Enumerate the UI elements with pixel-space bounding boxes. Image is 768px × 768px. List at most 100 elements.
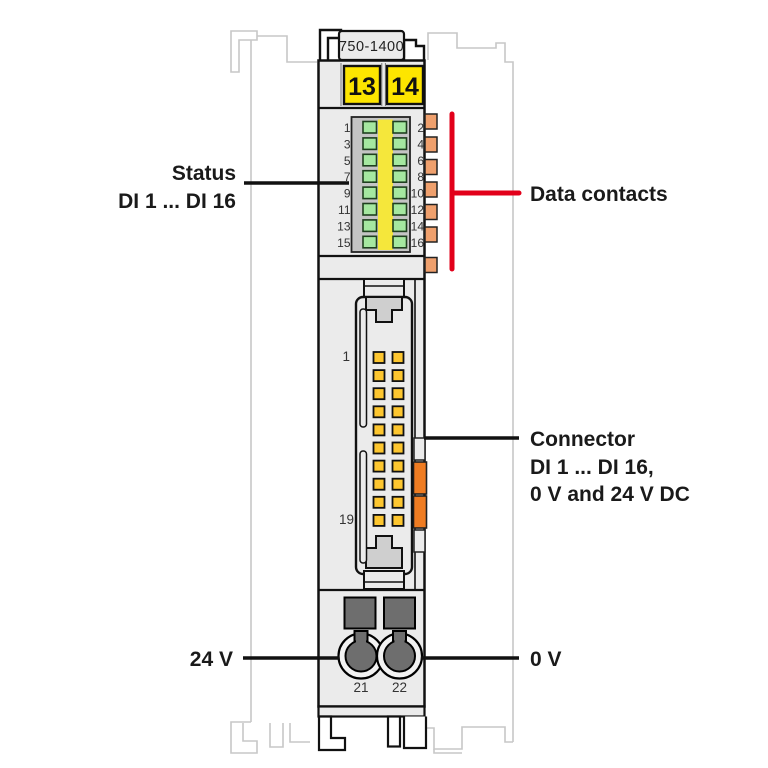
terminal-21-label: 21 bbox=[353, 680, 368, 695]
id-tab-13-label: 13 bbox=[348, 73, 376, 101]
connector-bottom-latch bbox=[363, 570, 405, 590]
connector-label-line1: Connector bbox=[530, 428, 635, 451]
connector-slot-upper bbox=[359, 308, 368, 428]
connector-key-top bbox=[365, 296, 403, 323]
release-latch-orange-lower bbox=[412, 495, 428, 529]
id-tab-14 bbox=[385, 64, 425, 106]
led-number-right: 14 bbox=[411, 219, 425, 233]
base-plate bbox=[317, 705, 426, 718]
connector-slot-lower bbox=[359, 450, 368, 564]
connector-pin bbox=[391, 514, 405, 527]
data-contact bbox=[424, 226, 438, 243]
led-number-right: 2 bbox=[417, 121, 424, 135]
top-left-hook bbox=[318, 28, 343, 63]
status-led bbox=[392, 186, 408, 200]
led-number-right: 10 bbox=[411, 187, 425, 201]
foot-tab bbox=[386, 715, 402, 748]
led-number-left: 3 bbox=[344, 137, 351, 151]
id-tab-13 bbox=[342, 64, 382, 106]
24v-label: 24 V bbox=[190, 648, 233, 671]
data-contact bbox=[424, 203, 438, 221]
connector-pin bbox=[391, 369, 405, 383]
connector-pin bbox=[391, 477, 405, 491]
pushbutton-right bbox=[383, 596, 416, 630]
status-led bbox=[392, 219, 408, 233]
status-led bbox=[392, 153, 408, 167]
data-contact bbox=[424, 136, 438, 153]
status-label-line2: DI 1 ... DI 16 bbox=[118, 190, 236, 213]
status-led bbox=[362, 169, 378, 183]
connector-pin bbox=[391, 387, 405, 401]
led-number-right: 4 bbox=[417, 137, 424, 151]
led-number-right: 8 bbox=[417, 170, 424, 184]
status-led bbox=[392, 202, 408, 216]
connector-pin bbox=[372, 405, 386, 419]
connector-pin bbox=[391, 351, 405, 364]
connector-pin bbox=[372, 459, 386, 473]
led-number-left: 5 bbox=[344, 154, 351, 168]
connector-pin bbox=[372, 477, 386, 491]
connector-top-latch bbox=[363, 278, 405, 298]
pin-1-label: 1 bbox=[342, 349, 350, 364]
connector-label-line2: DI 1 ... DI 16, bbox=[530, 456, 654, 479]
data-contact bbox=[424, 158, 438, 176]
connector-pin bbox=[391, 441, 405, 455]
led-strip bbox=[378, 119, 393, 250]
foot-hook-left bbox=[317, 715, 347, 752]
right-ghost-module-outline bbox=[427, 32, 514, 754]
edge-slot bbox=[413, 529, 426, 553]
release-latch-orange-upper bbox=[412, 461, 428, 495]
pushbutton-left bbox=[343, 596, 377, 630]
data-contact bbox=[424, 181, 438, 198]
connector-pin bbox=[372, 387, 386, 401]
connector-pins bbox=[372, 351, 405, 527]
status-led bbox=[392, 169, 408, 183]
status-led bbox=[362, 202, 378, 216]
terminal-22-label: 22 bbox=[392, 680, 407, 695]
connector-pin bbox=[372, 369, 386, 383]
status-led bbox=[392, 235, 408, 249]
data-contact bbox=[424, 113, 438, 130]
terminal-22-keyhole bbox=[383, 630, 416, 673]
status-label-line1: Status bbox=[172, 162, 236, 185]
led-number-left: 13 bbox=[337, 219, 351, 233]
led-number-left: 9 bbox=[344, 187, 351, 201]
led-number-left: 1 bbox=[344, 121, 351, 135]
led-number-right: 12 bbox=[411, 203, 425, 217]
connector-pin bbox=[372, 495, 386, 509]
status-led bbox=[362, 137, 378, 151]
status-led bbox=[362, 186, 378, 200]
data-contacts bbox=[424, 113, 438, 274]
data-contacts-callout bbox=[449, 111, 522, 272]
connector-pin bbox=[391, 423, 405, 437]
left-ghost-module-outline bbox=[230, 30, 317, 754]
id-tab-14-label: 14 bbox=[391, 73, 419, 101]
connector-label-line3: 0 V and 24 V DC bbox=[530, 483, 690, 506]
connector-pin bbox=[372, 423, 386, 437]
connector-pin bbox=[391, 405, 405, 419]
connector-pin bbox=[372, 514, 386, 527]
status-led bbox=[392, 120, 408, 134]
foot-hook-right bbox=[402, 716, 428, 750]
terminal-21-keyhole bbox=[344, 630, 378, 673]
led-number-left: 11 bbox=[338, 203, 351, 217]
status-led bbox=[362, 153, 378, 167]
connector-pin bbox=[372, 441, 386, 455]
led-number-left: 7 bbox=[344, 170, 351, 184]
pin-19-label: 19 bbox=[339, 512, 354, 527]
edge-slot bbox=[413, 437, 426, 461]
status-leds bbox=[362, 120, 408, 249]
status-led bbox=[362, 120, 378, 134]
0v-label: 0 V bbox=[530, 648, 562, 671]
connector-pin bbox=[391, 459, 405, 473]
connector-pin bbox=[391, 495, 405, 509]
connector-key-bottom bbox=[365, 535, 403, 569]
status-led bbox=[392, 137, 408, 151]
led-number-right: 6 bbox=[417, 154, 424, 168]
led-number-left: 15 bbox=[337, 236, 351, 250]
led-number-right: 16 bbox=[411, 236, 425, 250]
part-number-label: 750-1400 bbox=[339, 39, 404, 55]
status-led bbox=[362, 235, 378, 249]
